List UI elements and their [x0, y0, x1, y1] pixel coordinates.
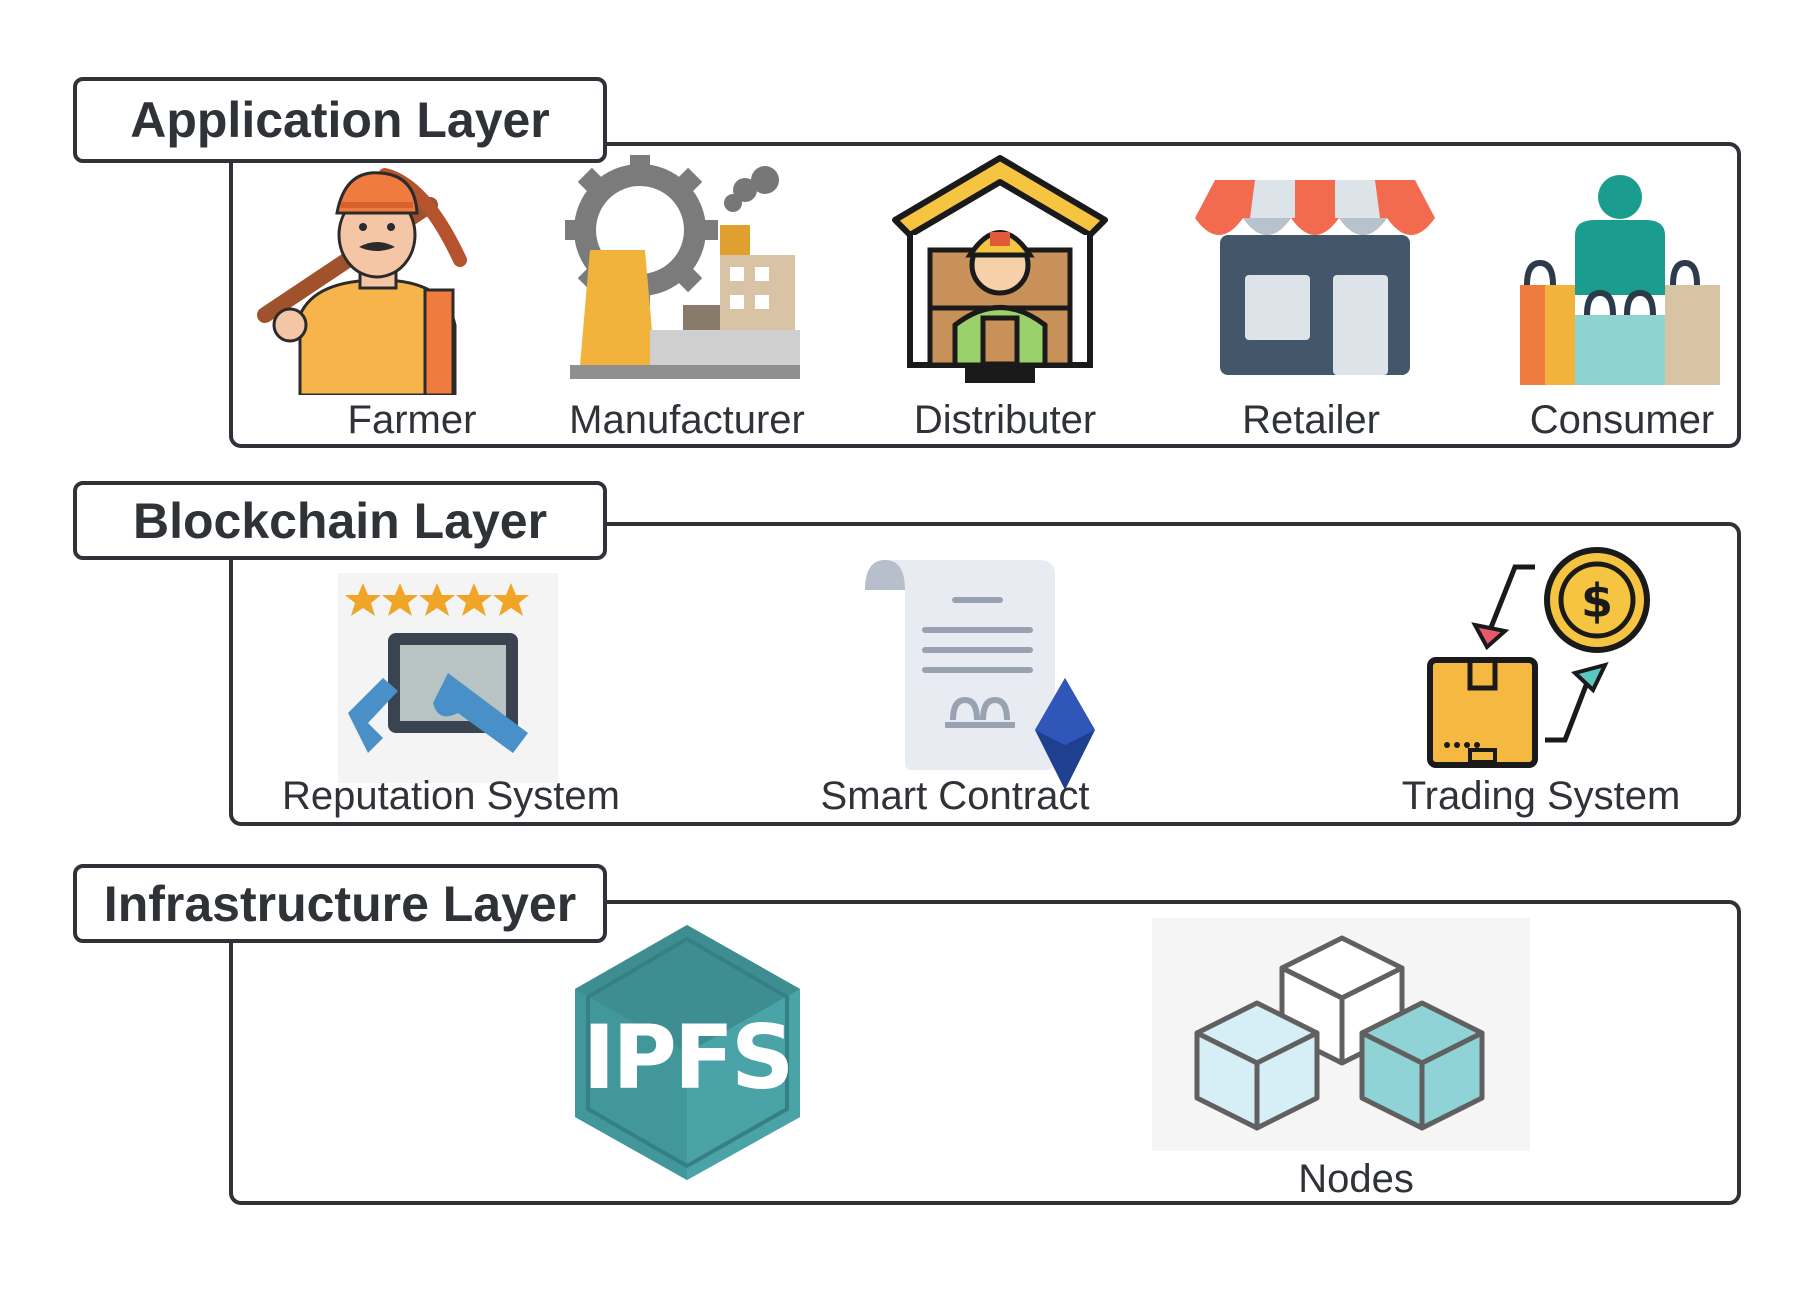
factory-icon [565, 155, 805, 385]
retailer-label: Retailer [1242, 398, 1380, 442]
ipfs-logo: IPFS [575, 925, 800, 1180]
distributer-label: Distributer [913, 398, 1097, 442]
store-icon [1195, 180, 1435, 380]
shopper-icon [1515, 175, 1725, 385]
contract-ether-icon [865, 560, 1095, 790]
blockchain-layer-title: Blockchain Layer [73, 481, 607, 560]
manufacturer-label: Manufacturer [569, 398, 805, 442]
nodes-label: Nodes [1298, 1157, 1414, 1201]
consumer-label: Consumer [1529, 398, 1715, 442]
farmer-icon [255, 165, 475, 395]
warehouse-worker-icon [885, 150, 1115, 390]
svg-text:$: $ [1581, 574, 1613, 628]
reputation-system-label: Reputation System [282, 774, 620, 818]
trade-exchange-icon: $ [1425, 545, 1655, 775]
infrastructure-layer-title: Infrastructure Layer [73, 864, 607, 943]
smart-contract-label: Smart Contract [820, 774, 1090, 818]
farmer-label: Farmer [347, 398, 477, 442]
rating-tablet-icon [338, 573, 558, 783]
application-layer-title: Application Layer [73, 77, 607, 163]
cubes-nodes-icon [1152, 918, 1530, 1151]
trading-system-label: Trading System [1401, 774, 1681, 818]
ipfs-logo-text: IPFS [583, 1006, 792, 1109]
